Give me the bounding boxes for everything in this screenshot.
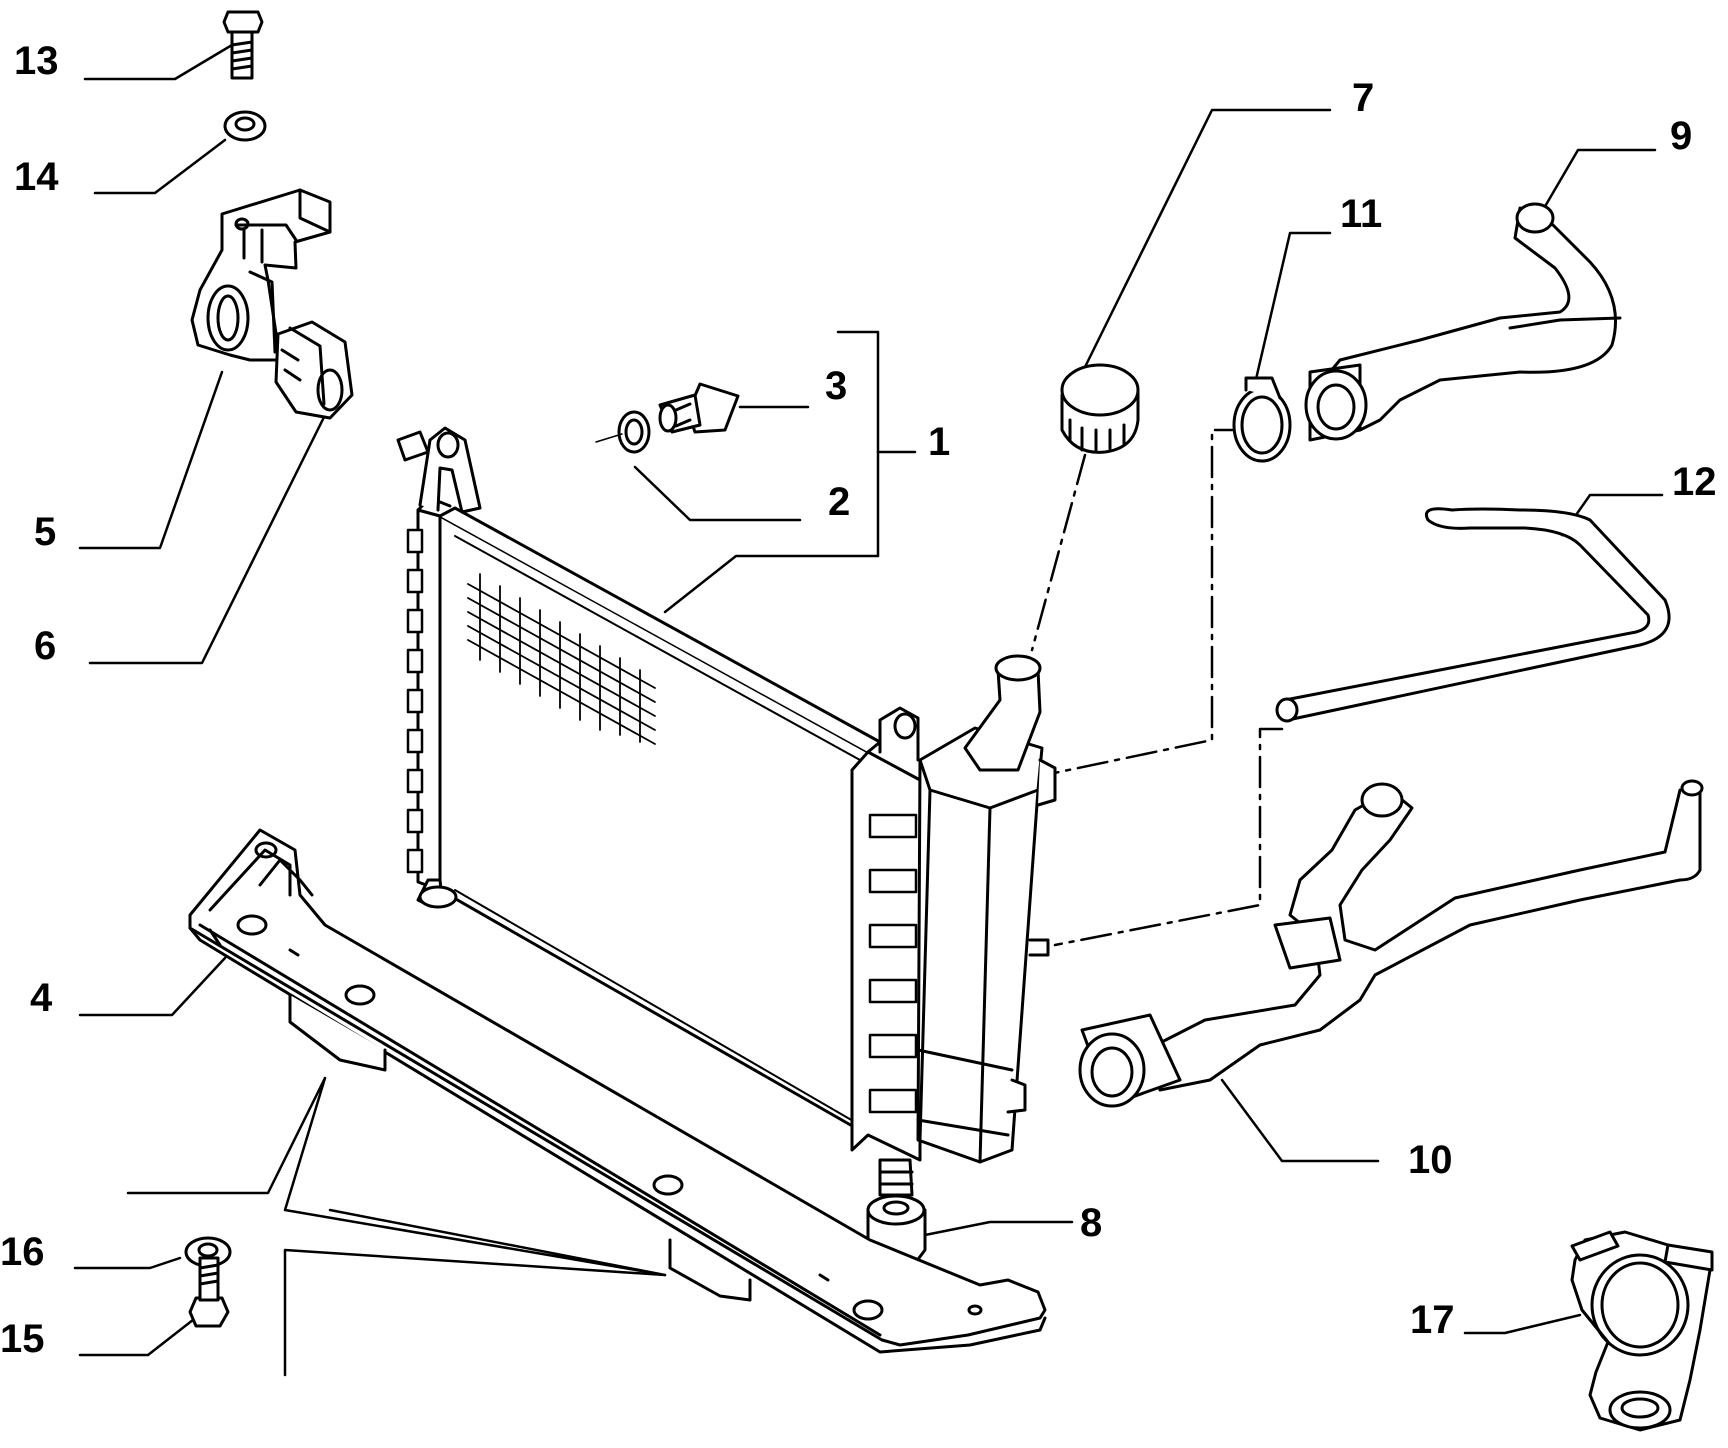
callout-5: 5 <box>34 510 57 554</box>
leader-13 <box>83 43 234 81</box>
filler-cap-part-7 <box>1060 363 1140 454</box>
leader-7 <box>1083 108 1332 369</box>
callout-4: 4 <box>30 976 53 1020</box>
callout-6: 6 <box>34 624 57 668</box>
lower-hose-part-10 <box>1078 779 1704 1108</box>
callout-11: 11 <box>1340 192 1383 236</box>
leader-5 <box>78 370 224 550</box>
leader-11-dash <box>1038 428 1247 778</box>
callout-13: 13 <box>14 39 59 83</box>
callout-7: 7 <box>1352 76 1375 120</box>
leader-4 <box>78 956 227 1017</box>
callout-15: 15 <box>0 1317 45 1361</box>
leader-14 <box>93 138 227 195</box>
callout-3: 3 <box>825 364 848 408</box>
callout-1: 1 <box>928 420 951 464</box>
leader-17 <box>1463 1313 1582 1335</box>
callout-14: 14 <box>14 155 59 199</box>
leader-9 <box>1538 148 1657 217</box>
sensor-part-3 <box>658 382 740 434</box>
left-tank-ribs <box>406 528 424 874</box>
radiator-part-1 <box>396 426 1057 1197</box>
washer-part-14 <box>223 110 267 142</box>
hose-clamp-part-17 <box>1570 1230 1714 1432</box>
radiator-fins <box>467 573 656 745</box>
washer-part-2 <box>595 410 651 454</box>
bolt-part-13 <box>222 10 264 80</box>
leader-12-dash <box>1053 727 1284 947</box>
callout-8: 8 <box>1080 1201 1103 1245</box>
hose-clamp-part-11 <box>1232 376 1292 463</box>
leader-16 <box>73 1256 182 1270</box>
right-tank-ribs <box>868 813 918 1114</box>
crossmember-part-4 <box>188 828 1047 1354</box>
callout-10: 10 <box>1408 1138 1453 1182</box>
leader-16-15-group <box>126 1076 667 1277</box>
upper-hose-part-9 <box>1304 202 1622 442</box>
callout-2: 2 <box>828 480 851 524</box>
leader-16-15-group-b <box>283 1248 667 1377</box>
callout-9: 9 <box>1670 114 1693 158</box>
leader-1 <box>663 330 880 614</box>
leader-7-dash <box>1030 453 1087 652</box>
leader-6 <box>88 403 332 665</box>
leader-15 <box>78 1314 200 1357</box>
leader-11 <box>1248 231 1332 407</box>
leader-lines <box>73 43 1664 1377</box>
rubber-mount-part-6 <box>274 320 354 420</box>
bolt-part-15 <box>188 1256 230 1328</box>
leader-8 <box>918 1220 1074 1238</box>
callout-17: 17 <box>1410 1298 1455 1342</box>
leader-2 <box>633 465 802 522</box>
callout-16: 16 <box>0 1230 45 1274</box>
bracket-part-5 <box>190 188 332 362</box>
small-pipe-part-12 <box>1275 507 1671 723</box>
leader-10 <box>1220 1078 1380 1163</box>
callout-12: 12 <box>1672 460 1717 504</box>
